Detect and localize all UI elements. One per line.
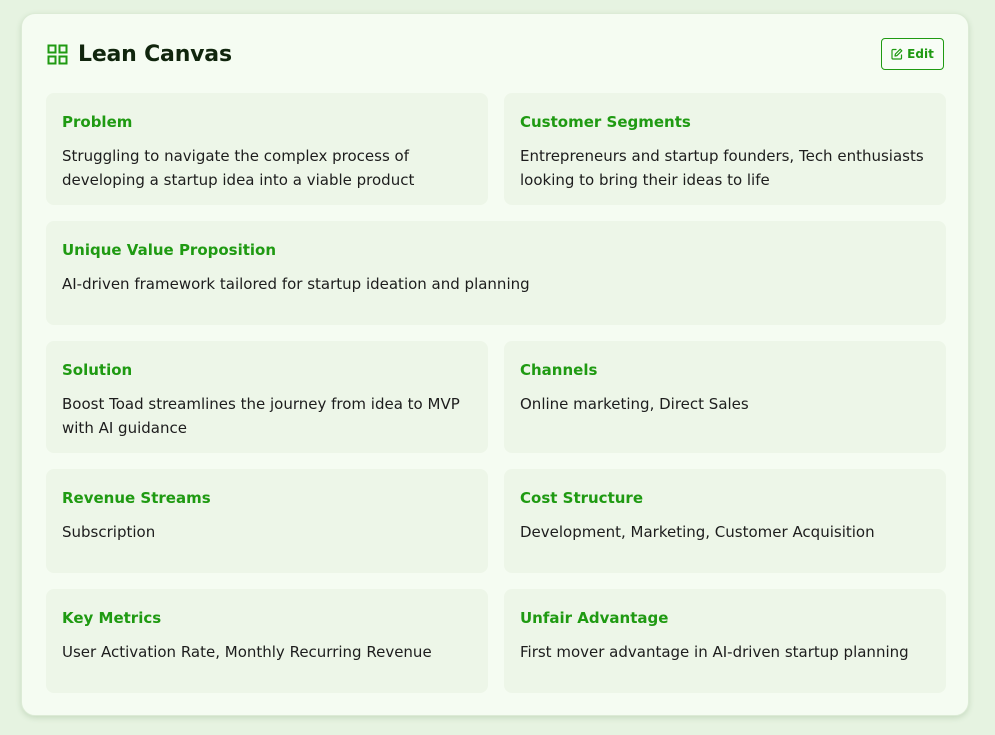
section-body: AI-driven framework tailored for startup… bbox=[62, 275, 530, 293]
section-title: Revenue Streams bbox=[62, 489, 211, 507]
section-body: Online marketing, Direct Sales bbox=[520, 395, 749, 413]
edit-icon bbox=[891, 48, 903, 60]
section-body: Entrepreneurs and startup founders, Tech… bbox=[520, 147, 924, 189]
section-channels: Channels Online marketing, Direct Sales bbox=[504, 341, 946, 453]
page-title: Lean Canvas bbox=[78, 41, 232, 67]
grid-icon bbox=[47, 44, 68, 64]
section-unique-value-proposition: Unique Value Proposition AI-driven frame… bbox=[46, 221, 946, 325]
section-title: Customer Segments bbox=[520, 113, 691, 131]
section-unfair-advantage: Unfair Advantage First mover advantage i… bbox=[504, 589, 946, 693]
section-customer-segments: Customer Segments Entrepreneurs and star… bbox=[504, 93, 946, 205]
section-title: Solution bbox=[62, 361, 133, 379]
section-title: Cost Structure bbox=[520, 489, 643, 507]
section-body: Struggling to navigate the complex proce… bbox=[62, 147, 415, 189]
section-body: First mover advantage in AI-driven start… bbox=[520, 643, 909, 661]
section-key-metrics: Key Metrics User Activation Rate, Monthl… bbox=[46, 589, 488, 693]
section-body: Boost Toad streamlines the journey from … bbox=[62, 395, 460, 437]
title-group: Lean Canvas bbox=[47, 42, 232, 67]
section-revenue-streams: Revenue Streams Subscription bbox=[46, 469, 488, 573]
section-problem: Problem Struggling to navigate the compl… bbox=[46, 93, 488, 205]
section-body: Development, Marketing, Customer Acquisi… bbox=[520, 523, 875, 541]
section-cost-structure: Cost Structure Development, Marketing, C… bbox=[504, 469, 946, 573]
section-body: User Activation Rate, Monthly Recurring … bbox=[62, 643, 432, 661]
lean-canvas-card: Lean Canvas Edit Problem Struggling to n… bbox=[21, 13, 969, 716]
canvas-header: Lean Canvas Edit bbox=[47, 38, 944, 70]
section-body: Subscription bbox=[62, 523, 156, 541]
section-solution: Solution Boost Toad streamlines the jour… bbox=[46, 341, 488, 453]
section-title: Unique Value Proposition bbox=[62, 241, 277, 259]
edit-button-label: Edit bbox=[907, 47, 934, 61]
section-title: Key Metrics bbox=[62, 609, 162, 627]
edit-button[interactable]: Edit bbox=[881, 38, 944, 70]
section-title: Channels bbox=[520, 361, 598, 379]
section-title: Unfair Advantage bbox=[520, 609, 669, 627]
section-title: Problem bbox=[62, 113, 133, 131]
